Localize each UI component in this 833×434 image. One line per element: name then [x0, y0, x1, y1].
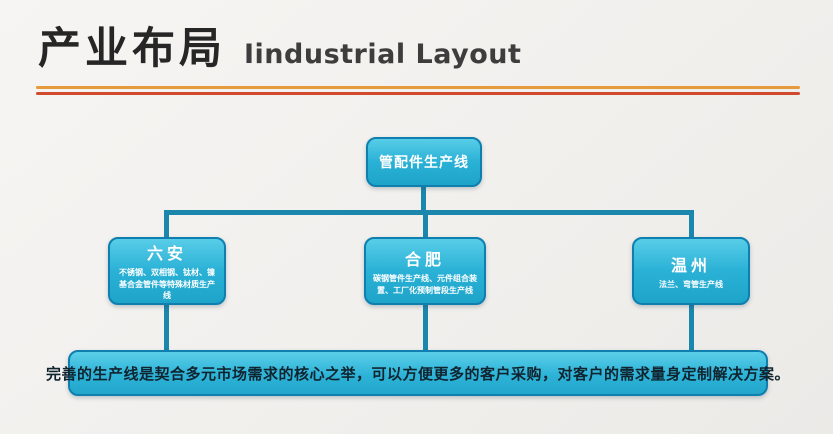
branch-city-label: 温州 — [670, 255, 711, 275]
branch-city-label: 六安 — [146, 244, 187, 264]
divider-line-red — [36, 92, 800, 95]
connector-horizontal — [164, 210, 694, 215]
diagram-node-wenzhou: 温州 法兰、弯管生产线 — [632, 237, 750, 305]
divider-line-orange — [36, 86, 800, 89]
connector-root-stem — [421, 186, 426, 212]
connector-lower-hefei — [423, 303, 428, 353]
page-title-english: Iindustrial Layout — [244, 39, 522, 70]
page-title: 产业布局 Iindustrial Layout — [38, 14, 521, 76]
summary-text: 完善的生产线是契合多元市场需求的核心之举，可以方便更多的客户采购，对客户的需求量… — [46, 364, 791, 383]
diagram-node-hefei: 合肥 碳钢管件生产线、元件组合装置、工厂化预制管段生产线 — [364, 237, 486, 305]
branch-description: 不锈钢、双相钢、钛材、镍基合金管件等特殊材质生产线 — [119, 268, 215, 301]
branch-city-label: 合肥 — [404, 249, 445, 269]
diagram-node-luan: 六安 不锈钢、双相钢、钛材、镍基合金管件等特殊材质生产线 — [108, 237, 226, 305]
root-node-label: 管配件生产线 — [379, 155, 469, 171]
diagram-node-root: 管配件生产线 — [366, 137, 482, 187]
connector-drop-wenzhou — [689, 212, 694, 240]
connector-drop-luan — [164, 212, 169, 240]
connector-drop-hefei — [423, 212, 428, 240]
page-title-chinese: 产业布局 — [38, 24, 226, 74]
diagram-summary-bar: 完善的生产线是契合多元市场需求的核心之举，可以方便更多的客户采购，对客户的需求量… — [46, 350, 790, 396]
connector-lower-wenzhou — [689, 303, 694, 353]
connector-lower-luan — [164, 303, 169, 353]
branch-description: 法兰、弯管生产线 — [659, 279, 723, 289]
branch-description: 碳钢管件生产线、元件组合装置、工厂化预制管段生产线 — [373, 273, 477, 295]
